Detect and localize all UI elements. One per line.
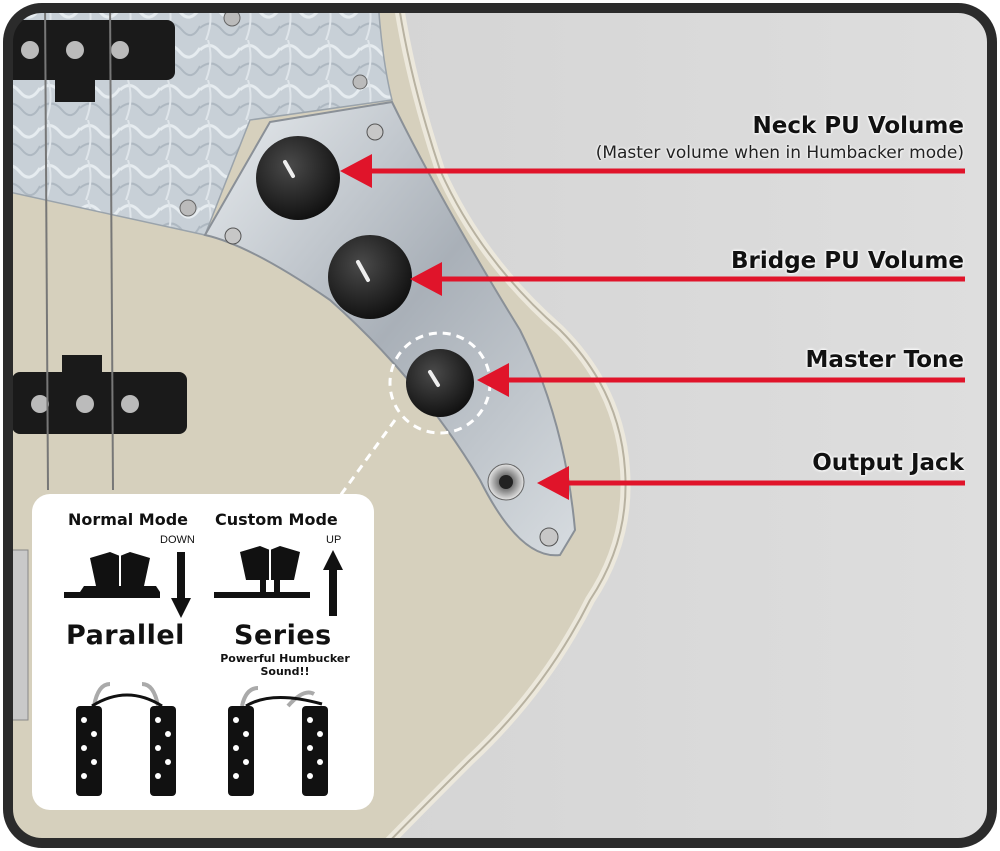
down-label: DOWN [160,534,195,546]
knob-pulled-icon [214,546,310,598]
string [109,8,114,491]
image-frame [3,3,997,848]
neck-volume-note: (Master volume when in Humbacker mode) [595,143,964,163]
arrow-head-icon [537,466,569,500]
master-tone-label: Master Tone [805,347,964,373]
mode-diagram [64,546,343,796]
series-description-line2: Sound!! [260,665,310,678]
arrow-head-icon [477,363,509,397]
callout-arrows [340,154,965,500]
knob-pushed-icon [64,552,160,598]
arrow-head-icon [410,262,442,296]
series-description: Powerful Humbucker Sound!! [210,652,360,678]
leader-dash [338,419,397,497]
neck-pickup [8,20,175,80]
series-wiring-icon [228,686,328,796]
screw-icon [224,227,242,245]
arrow-head-icon [340,154,372,188]
series-description-line1: Powerful Humbucker [220,652,350,665]
up-label: UP [326,534,342,546]
screw-icon [366,123,384,141]
down-arrow-icon [171,552,191,618]
up-arrow-icon [323,550,343,616]
custom-mode-title: Custom Mode [215,510,338,529]
neck-volume-knob [256,136,340,220]
bridge-volume-knob [328,235,412,319]
series-label: Series [234,620,332,651]
bridge-saddles [8,549,29,721]
mode-panel: Normal Mode Custom Mode DOWN UP [32,494,374,810]
screw-icon [539,527,559,547]
neck-volume-label: Neck PU Volume [752,113,965,139]
string [44,8,49,491]
normal-mode-title: Normal Mode [68,510,189,529]
parallel-wiring-icon [76,682,176,796]
bridge-volume-label: Bridge PU Volume [731,248,964,274]
output-jack-label: Output Jack [812,450,964,476]
parallel-label: Parallel [66,620,185,651]
output-jack-icon [487,463,525,501]
bridge-pickup [12,372,187,434]
